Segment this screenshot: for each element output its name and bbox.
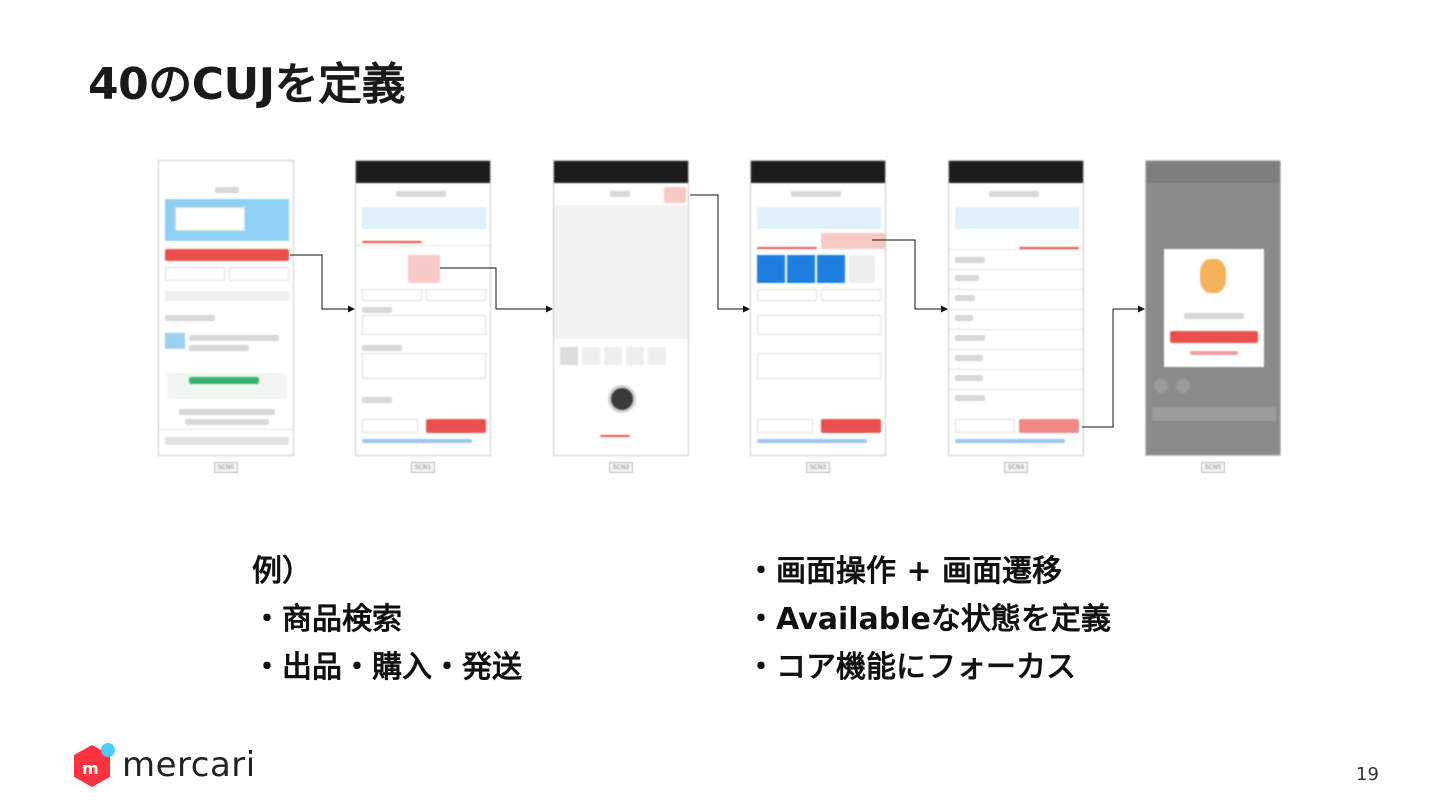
- screen-label: SCN5: [1201, 462, 1225, 473]
- mercari-logo-icon: m: [74, 743, 115, 787]
- svg-text:m: m: [82, 759, 99, 778]
- screen-label: SCN2: [609, 462, 633, 473]
- page-number: 19: [1356, 764, 1379, 785]
- definition-list-item: ・画面操作 + 画面遷移: [746, 554, 1063, 589]
- screen-label: SCN0: [214, 462, 238, 473]
- screen-mockup-listing-photos: [750, 160, 886, 456]
- logo-wordmark: mercari: [122, 745, 256, 785]
- example-list-item: 例）: [252, 554, 312, 589]
- screen-label: SCN3: [806, 462, 830, 473]
- screen-mockup-item-details: [948, 160, 1084, 456]
- example-list-item: ・商品検索: [252, 602, 402, 637]
- flow-arrow-scn4-scn5: [1082, 305, 1145, 428]
- flow-arrow-scn3-scn4: [872, 239, 948, 313]
- slide-title: 40のCUJを定義: [88, 59, 406, 110]
- definition-list: ・画面操作 + 画面遷移 ・Availableな状態を定義 ・コア機能にフォーカ…: [746, 548, 1111, 692]
- flow-arrow-scn1-scn2: [440, 267, 553, 313]
- example-list: 例） ・商品検索 ・出品・購入・発送: [252, 548, 522, 692]
- screen-mockup-home: [158, 160, 294, 456]
- definition-list-item: ・Availableな状態を定義: [746, 602, 1111, 637]
- screen-label: SCN1: [411, 462, 435, 473]
- definition-list-item: ・コア機能にフォーカス: [746, 650, 1076, 685]
- example-list-item: ・出品・購入・発送: [252, 650, 522, 685]
- flow-arrow-scn2-scn3: [690, 194, 750, 313]
- screen-mockup-completion-modal: [1145, 160, 1281, 456]
- screen-mockup-listing-form: [355, 160, 491, 456]
- screen-label: SCN4: [1004, 462, 1028, 473]
- screen-mockup-camera: [553, 160, 689, 456]
- flow-arrow-scn0-scn1: [290, 254, 355, 313]
